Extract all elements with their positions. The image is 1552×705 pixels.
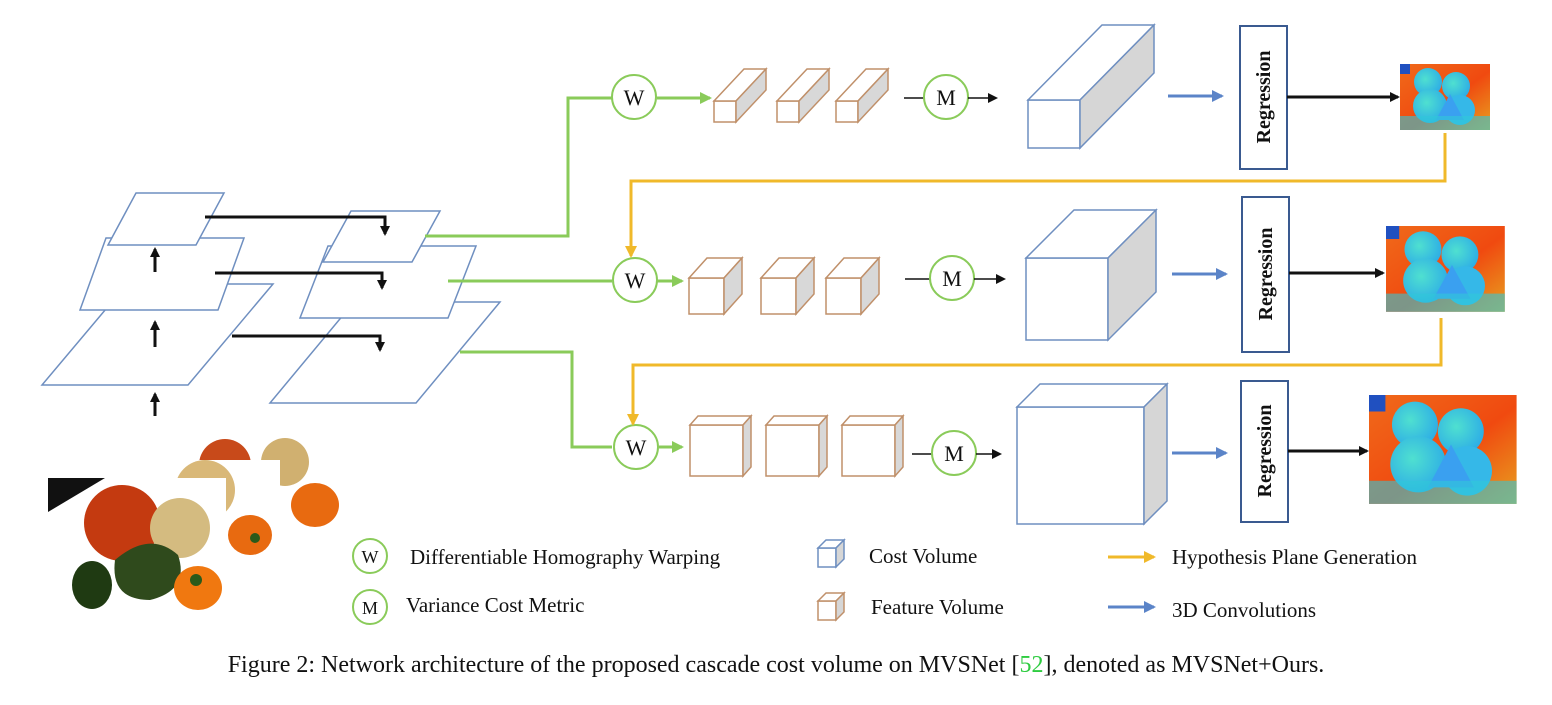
- blue-arrows: [1168, 90, 1228, 459]
- left-plane-small: [106, 192, 226, 246]
- stage2-cost-volume: [1024, 208, 1158, 342]
- output-arrows: [1287, 92, 1400, 456]
- feature-volume: [775, 67, 831, 124]
- pyramid-arrows: [150, 215, 390, 416]
- left-feature-pyramid: [40, 192, 275, 386]
- legend-variance: M Variance Cost Metric: [352, 589, 584, 625]
- legend: W Differentiable Homography Warping M Va…: [352, 538, 1417, 625]
- svg-text:Hypothesis Plane Generation: Hypothesis Plane Generation: [1172, 545, 1417, 569]
- feature-volume: [840, 414, 905, 478]
- svg-text:W: W: [626, 435, 647, 460]
- feature-volume: [834, 67, 890, 124]
- stage1-warp-node: W: [611, 74, 657, 120]
- legend-cost-volume: [816, 538, 846, 569]
- svg-text:W: W: [362, 547, 379, 567]
- caption-suffix: ], denoted as MVSNet+Ours.: [1043, 652, 1325, 678]
- feature-volume: [824, 256, 881, 316]
- svg-text:M: M: [362, 598, 378, 618]
- svg-text:Variance Cost Metric: Variance Cost Metric: [406, 593, 584, 617]
- stage2-metric-node: M: [905, 255, 1006, 301]
- figure-caption: Figure 2: Network architecture of the pr…: [0, 652, 1552, 679]
- svg-text:Regression: Regression: [1255, 228, 1277, 321]
- right-plane-mid: [298, 245, 478, 319]
- yellow-connectors: [625, 133, 1447, 426]
- legend-feature-volume: [816, 591, 846, 622]
- depth-map-stage2: [1386, 226, 1505, 312]
- feature-volume: [759, 256, 816, 316]
- svg-text:3D Convolutions: 3D Convolutions: [1172, 598, 1316, 622]
- stage1-cost-volume: [1026, 23, 1156, 150]
- caption-prefix: Figure 2: Network architecture of the pr…: [227, 652, 1020, 678]
- svg-text:W: W: [625, 268, 646, 293]
- stage1-regression-box: Regression: [1239, 25, 1288, 170]
- stage3-warp-node: W: [613, 424, 659, 470]
- stage2-feature-volumes: [687, 256, 881, 316]
- input-images: [48, 438, 340, 610]
- depth-map-stage3: [1369, 395, 1517, 504]
- feature-volume: [712, 67, 768, 124]
- stage1-metric-node: M: [904, 74, 998, 120]
- right-feature-pyramid: [268, 210, 502, 404]
- legend-cost-volume-label: Cost Volume: [869, 544, 977, 568]
- legend-hypothesis: Hypothesis Plane Generation: [1108, 545, 1417, 569]
- svg-text:Regression: Regression: [1254, 405, 1276, 498]
- svg-text:W: W: [624, 85, 645, 110]
- feature-volume: [688, 414, 753, 478]
- stage1-feature-volumes: [712, 67, 890, 124]
- left-plane-mid: [78, 237, 246, 311]
- stage3-metric-node: M: [912, 430, 1002, 476]
- right-plane-small: [321, 210, 442, 263]
- depth-map-stage1: [1400, 64, 1490, 130]
- feature-volume: [764, 414, 829, 478]
- stage3-regression-box: Regression: [1240, 380, 1289, 523]
- svg-text:M: M: [944, 441, 964, 466]
- svg-text:Differentiable Homography Warp: Differentiable Homography Warping: [410, 545, 721, 569]
- citation-link[interactable]: 52: [1019, 652, 1044, 678]
- legend-feature-volume-label: Feature Volume: [871, 595, 1004, 619]
- stage3-feature-volumes: [688, 414, 905, 478]
- svg-text:M: M: [942, 266, 962, 291]
- feature-volume: [687, 256, 744, 316]
- stage3-cost-volume: [1015, 382, 1169, 526]
- svg-text:Regression: Regression: [1253, 51, 1275, 144]
- green-connectors: [425, 92, 712, 453]
- legend-warping: W Differentiable Homography Warping: [352, 538, 721, 574]
- legend-conv3d: 3D Convolutions: [1108, 598, 1316, 622]
- stage2-regression-box: Regression: [1241, 196, 1290, 353]
- stage2-warp-node: W: [612, 257, 658, 303]
- svg-text:M: M: [936, 85, 956, 110]
